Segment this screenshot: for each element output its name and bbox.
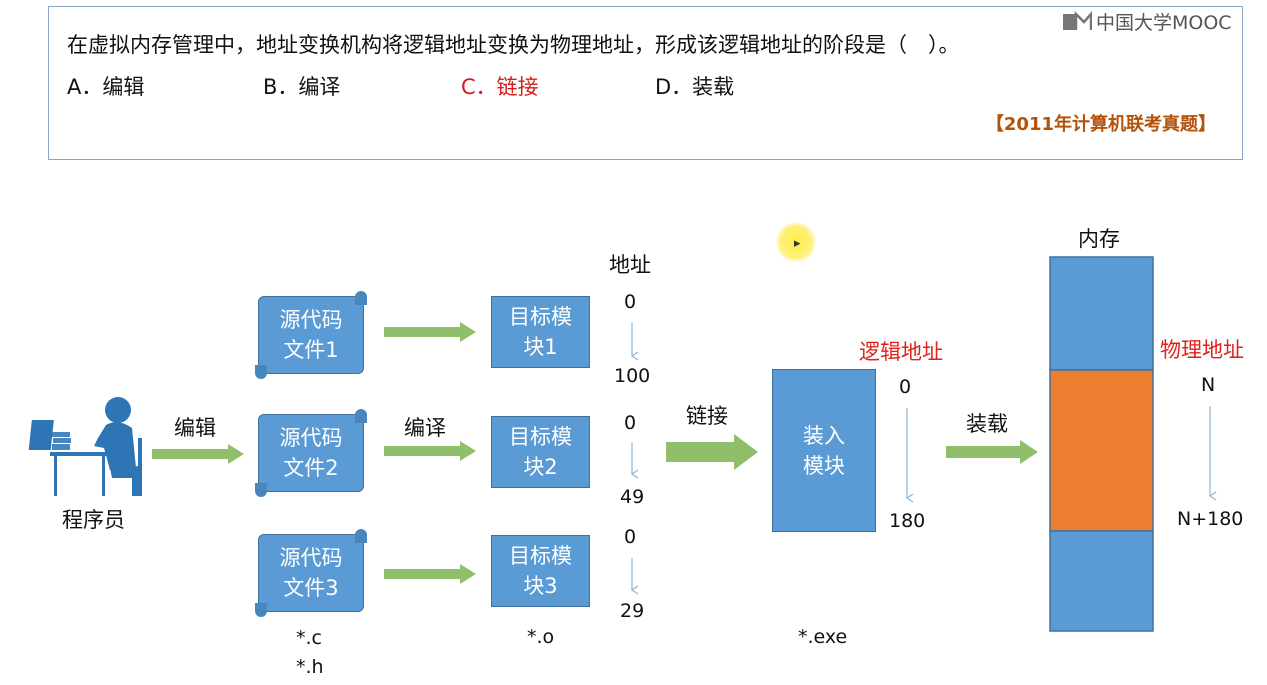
range-1-start: 0 [624, 291, 637, 313]
object-module-1-label: 目标模 块1 [509, 305, 572, 359]
question-text: 在虚拟内存管理中，地址变换机构将逻辑地址变换为物理地址，形成该逻辑地址的阶段是（… [67, 33, 960, 57]
range-3-end: 29 [620, 600, 645, 622]
load-label: 装载 [966, 412, 1008, 436]
programmer-icon [28, 397, 142, 496]
memory-segment-top [1049, 256, 1154, 371]
watermark-text: 中国大学MOOC [1096, 12, 1232, 34]
option-a[interactable]: A．编辑 [67, 75, 145, 99]
option-d[interactable]: D．装载 [655, 75, 735, 99]
option-c[interactable]: C．链接 [461, 75, 539, 99]
logical-range-end: 180 [889, 510, 926, 532]
memory-segment-bottom [1049, 530, 1154, 632]
source-file-3: 源代码 文件3 [255, 529, 367, 617]
object-module-2-label: 目标模 块2 [509, 425, 572, 479]
compile-label: 编译 [404, 416, 446, 440]
logical-address-label: 逻辑地址 [859, 340, 943, 364]
edit-arrow [152, 444, 244, 464]
source-file-1: 源代码 文件1 [255, 291, 367, 379]
memory-label: 内存 [1078, 227, 1120, 251]
object-module-2: 目标模 块2 [491, 416, 590, 488]
object-module-1: 目标模 块1 [491, 296, 590, 368]
ext-exe-label: *.exe [798, 626, 848, 648]
mooc-watermark: 中国大学MOOC [1062, 8, 1232, 35]
physical-address-label: 物理地址 [1160, 338, 1244, 362]
load-module-label: 装入 模块 [803, 423, 845, 478]
physical-range-start: N [1201, 374, 1216, 396]
edit-label: 编辑 [174, 416, 216, 440]
compile-arrow-1 [384, 322, 476, 342]
source-file-3-label: 源代码 文件3 [279, 546, 343, 600]
address-label: 地址 [609, 253, 651, 277]
programmer-label: 程序员 [62, 508, 125, 532]
range-2-start: 0 [624, 412, 637, 434]
mouse-pointer-icon: ▸ [794, 236, 801, 251]
ext-h-label: *.h [296, 656, 324, 678]
range-1-end: 100 [614, 365, 651, 387]
range-2-end: 49 [620, 486, 645, 508]
ext-o-label: *.o [527, 626, 555, 648]
cursor-highlight: ▸ [776, 222, 816, 262]
range-3-start: 0 [624, 526, 637, 548]
question-source: 【2011年计算机联考真题】 [985, 114, 1216, 135]
mooc-logo-icon [1063, 10, 1092, 30]
compile-arrow-2 [384, 441, 476, 461]
source-file-1-label: 源代码 文件1 [279, 308, 343, 362]
source-file-2-label: 源代码 文件2 [279, 426, 343, 480]
option-b[interactable]: B．编译 [263, 75, 341, 99]
load-module: 装入 模块 [772, 369, 876, 532]
object-module-3-label: 目标模 块3 [509, 544, 572, 598]
physical-range-end: N+180 [1177, 508, 1244, 530]
link-arrow [666, 434, 758, 470]
memory-segment-loaded [1049, 369, 1154, 532]
memory-column [1049, 256, 1154, 632]
compile-arrow-3 [384, 564, 476, 584]
load-arrow [946, 440, 1038, 464]
link-label: 链接 [686, 404, 728, 428]
logical-range-start: 0 [899, 376, 912, 398]
question-box: 在虚拟内存管理中，地址变换机构将逻辑地址变换为物理地址，形成该逻辑地址的阶段是（… [48, 6, 1243, 160]
object-module-3: 目标模 块3 [491, 535, 590, 607]
source-file-2: 源代码 文件2 [255, 409, 367, 497]
ext-c-label: *.c [296, 627, 322, 649]
